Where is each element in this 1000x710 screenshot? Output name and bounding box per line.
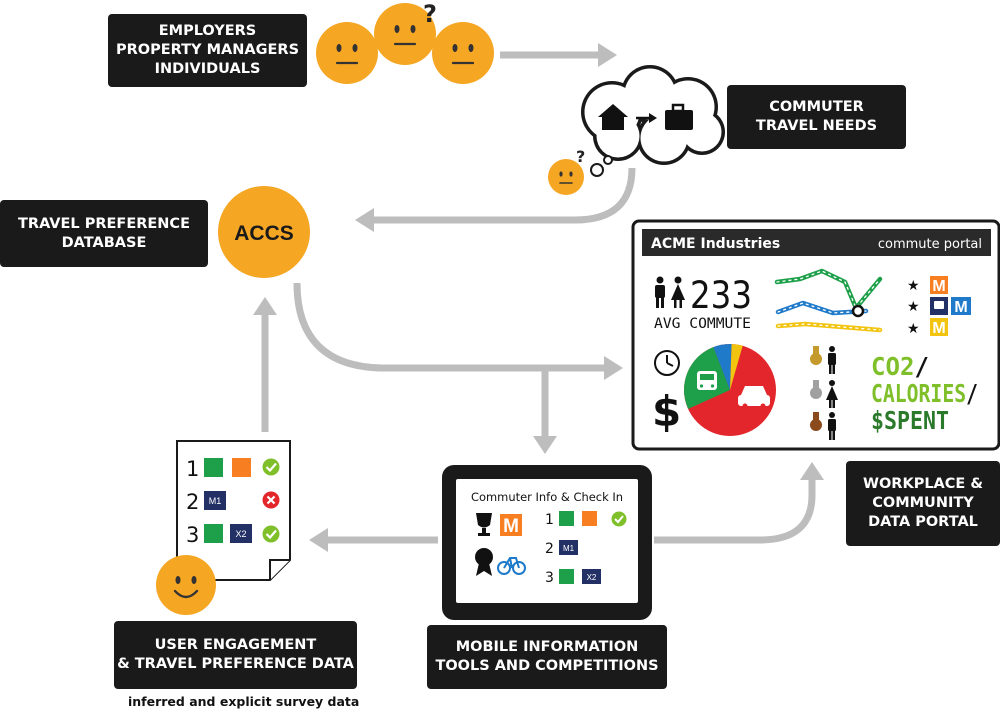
check-icon — [262, 525, 280, 543]
route-orange-square — [232, 458, 251, 477]
transit-lines-graphic — [774, 268, 883, 333]
bus-icon — [697, 371, 717, 390]
survey-caption: inferred and explicit survey data — [128, 694, 360, 709]
bronze-medal-icon — [810, 412, 822, 431]
travel-db-label: TRAVEL PREFERENCE DATABASE — [0, 200, 208, 267]
svg-text:2: 2 — [186, 490, 199, 514]
mobile-device: Commuter Info & Check In M 1 2 — [442, 465, 652, 620]
survey-sheet: 1 2 M1 3 X2 — [176, 440, 291, 581]
dollar-icon: $ — [652, 387, 681, 436]
metro-badge — [500, 514, 522, 536]
star-icon: ★ — [907, 278, 920, 294]
accs-hub — [218, 186, 310, 278]
trophy-icon — [476, 513, 492, 536]
mobile-row-1: 1 — [545, 511, 627, 528]
route-orange-square — [582, 511, 597, 526]
svg-text:M1: M1 — [563, 544, 575, 553]
portal-company: ACME Industries — [651, 236, 780, 252]
svg-text:1: 1 — [545, 512, 554, 528]
mobile-label: MOBILE INFORMATION TOOLS AND COMPETITION… — [427, 625, 667, 689]
arrowhead — [604, 356, 623, 380]
metro-badge-label: M — [954, 299, 967, 316]
arrowhead — [800, 462, 824, 480]
svg-text:X2: X2 — [587, 573, 597, 582]
arrow-mobile-to-workplace — [654, 478, 816, 544]
route-green-square — [204, 524, 223, 543]
svg-text:2: 2 — [545, 541, 554, 557]
car-icon — [738, 386, 770, 409]
arrowhead — [598, 43, 617, 67]
leaderboard — [810, 346, 838, 440]
metric-spent: $SPENT — [871, 406, 949, 435]
star-icon: ★ — [907, 321, 920, 337]
arrow-right-icon — [636, 113, 657, 123]
portal-header — [642, 229, 991, 256]
mobile-row-2: 2 M1 — [545, 540, 578, 557]
route-green-square — [559, 511, 574, 526]
check-icon — [611, 511, 627, 527]
svg-text:3: 3 — [545, 570, 554, 586]
avg-commute-label: AVG COMMUTE — [654, 316, 751, 332]
bicycle-icon — [497, 557, 526, 575]
arrowhead — [253, 297, 277, 315]
mode-share-pie — [684, 343, 776, 436]
survey-row-1: 1 — [186, 457, 280, 481]
silver-medal-icon — [810, 380, 822, 399]
metro-badge — [930, 276, 948, 294]
route-m1-badge — [204, 491, 226, 510]
arrowhead — [355, 208, 374, 232]
stakeholder-faces: ? — [316, 0, 494, 84]
arrowhead — [309, 528, 328, 552]
gold-medal-icon — [810, 346, 822, 365]
portal-subtitle: commute portal — [878, 237, 982, 252]
commuters-icon — [655, 276, 685, 308]
accs-label: ACCS — [234, 222, 294, 245]
svg-text:1: 1 — [186, 457, 199, 481]
route-x2-badge — [582, 569, 601, 584]
route-green-square — [204, 458, 223, 477]
acme-portal: ACME Industries commute portal 233 AVG C… — [631, 219, 1000, 451]
thinking-face — [548, 159, 584, 195]
transit-ranking: ★ M ★ M ★ M — [907, 276, 971, 337]
briefcase-icon — [665, 103, 693, 130]
route-x2-badge — [230, 524, 252, 543]
survey-row-3: 3 X2 — [186, 523, 280, 547]
home-icon — [598, 104, 628, 130]
svg-text:3: 3 — [186, 523, 199, 547]
thought-cloud — [581, 65, 725, 177]
avg-commute-value: 233 — [690, 274, 752, 317]
star-icon: ★ — [907, 299, 920, 315]
svg-text:X2: X2 — [235, 529, 246, 539]
check-icon — [262, 458, 280, 476]
ribbon-medal-icon — [475, 548, 493, 576]
metro-badge — [930, 318, 948, 336]
commuter-needs-label: COMMUTER TRAVEL NEEDS — [727, 85, 906, 149]
svg-text:M1: M1 — [209, 496, 222, 506]
arrowhead — [533, 436, 557, 454]
arrow-needs-to-accs — [372, 167, 636, 224]
mobile-row-3: 3 X2 — [545, 569, 601, 586]
metro-badge-label: M — [932, 320, 945, 337]
question-mark-icon: ? — [423, 0, 437, 28]
clock-icon — [654, 350, 680, 376]
mobile-screen-title: Commuter Info & Check In — [471, 490, 623, 504]
workplace-label: WORKPLACE & COMMUNITY DATA PORTAL — [846, 461, 1000, 546]
metric-co2: CO2/ — [871, 352, 929, 381]
metro-badge-label: M — [932, 278, 945, 295]
arrow-accs-to-portal — [293, 282, 606, 372]
route-green-square — [559, 569, 574, 584]
survey-row-2: 2 M1 — [186, 490, 280, 514]
engagement-label: USER ENGAGEMENT & TRAVEL PREFERENCE DATA — [114, 621, 357, 689]
metro-badge-label: M — [503, 516, 519, 537]
happy-face — [156, 555, 216, 615]
stakeholders-label: EMPLOYERS PROPERTY MANAGERS INDIVIDUALS — [108, 14, 307, 87]
route-m1-badge — [559, 540, 578, 555]
metric-calories: CALORIES/ — [871, 379, 978, 408]
question-mark-icon: ? — [576, 147, 585, 166]
